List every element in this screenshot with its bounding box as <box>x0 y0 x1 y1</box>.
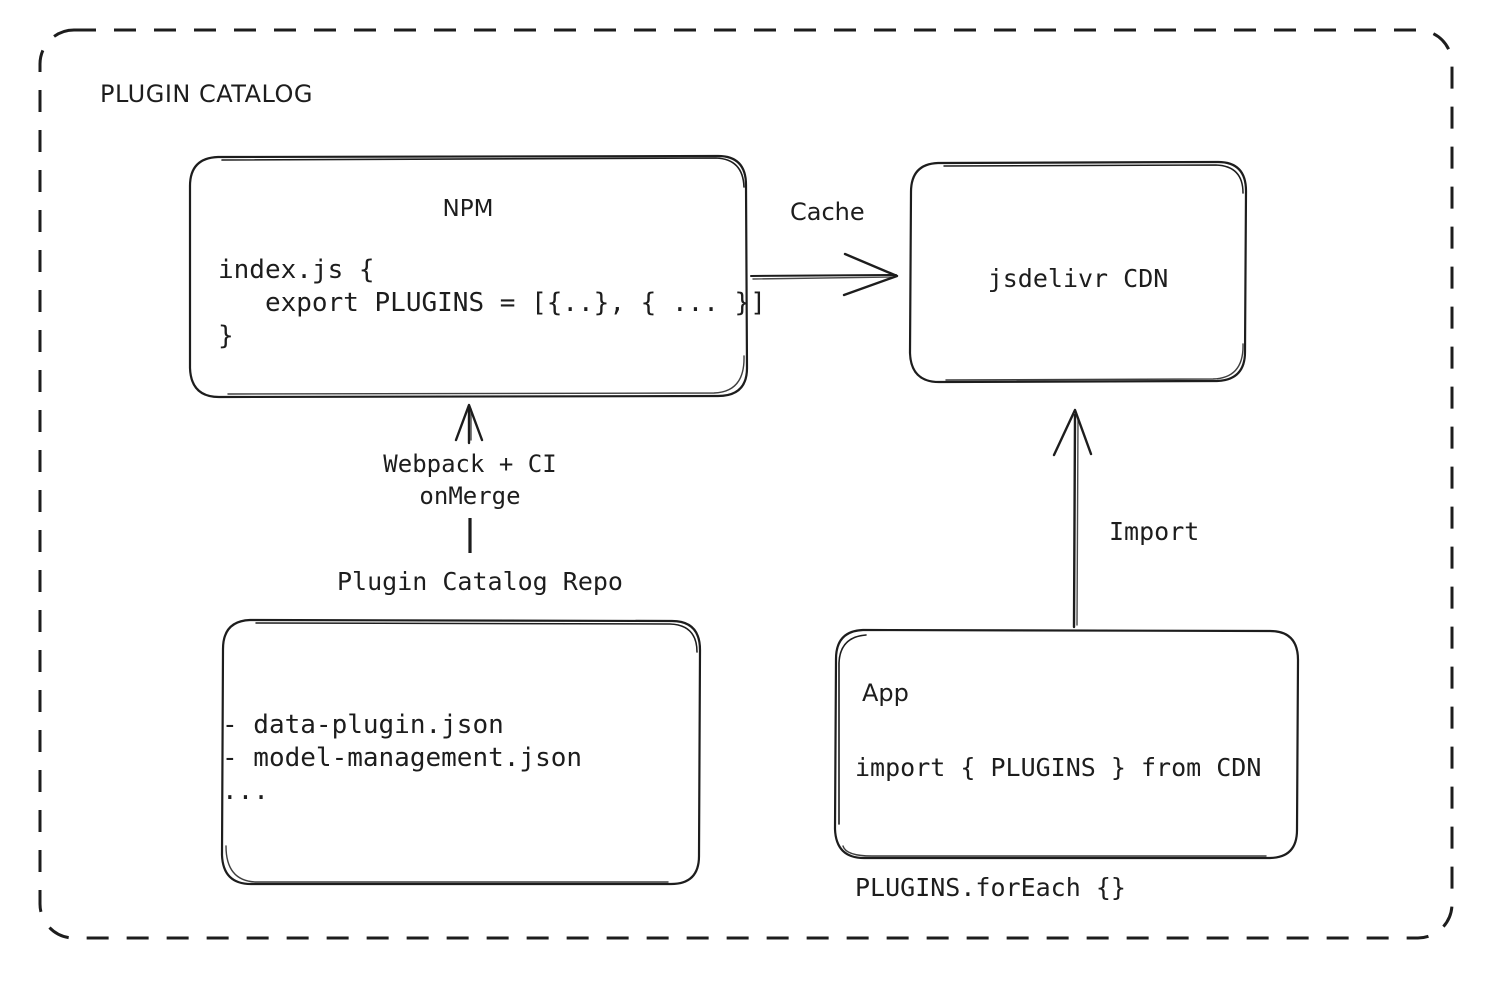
npm-node-code: index.js { export PLUGINS = [{..}, { ...… <box>218 255 766 351</box>
cache-arrow <box>750 252 899 297</box>
repo-node-label: Plugin Catalog Repo <box>337 567 623 596</box>
plugin-catalog-group-title: PLUGIN CATALOG <box>100 80 314 108</box>
cache-edge-label: Cache <box>790 198 865 226</box>
app-node-title: App <box>862 679 909 707</box>
import-arrow <box>1052 408 1093 629</box>
cdn-node-title: jsdelivr CDN <box>987 264 1169 293</box>
npm-node-title: NPM <box>442 196 494 222</box>
app-node-code: import { PLUGINS } from CDN PLUGINS.forE… <box>855 753 1262 902</box>
repo-node-file-list: - data-plugin.json - model-management.js… <box>222 710 583 806</box>
import-edge-label: Import <box>1109 517 1200 546</box>
build-edge-label: Webpack + CI onMerge <box>383 450 557 510</box>
